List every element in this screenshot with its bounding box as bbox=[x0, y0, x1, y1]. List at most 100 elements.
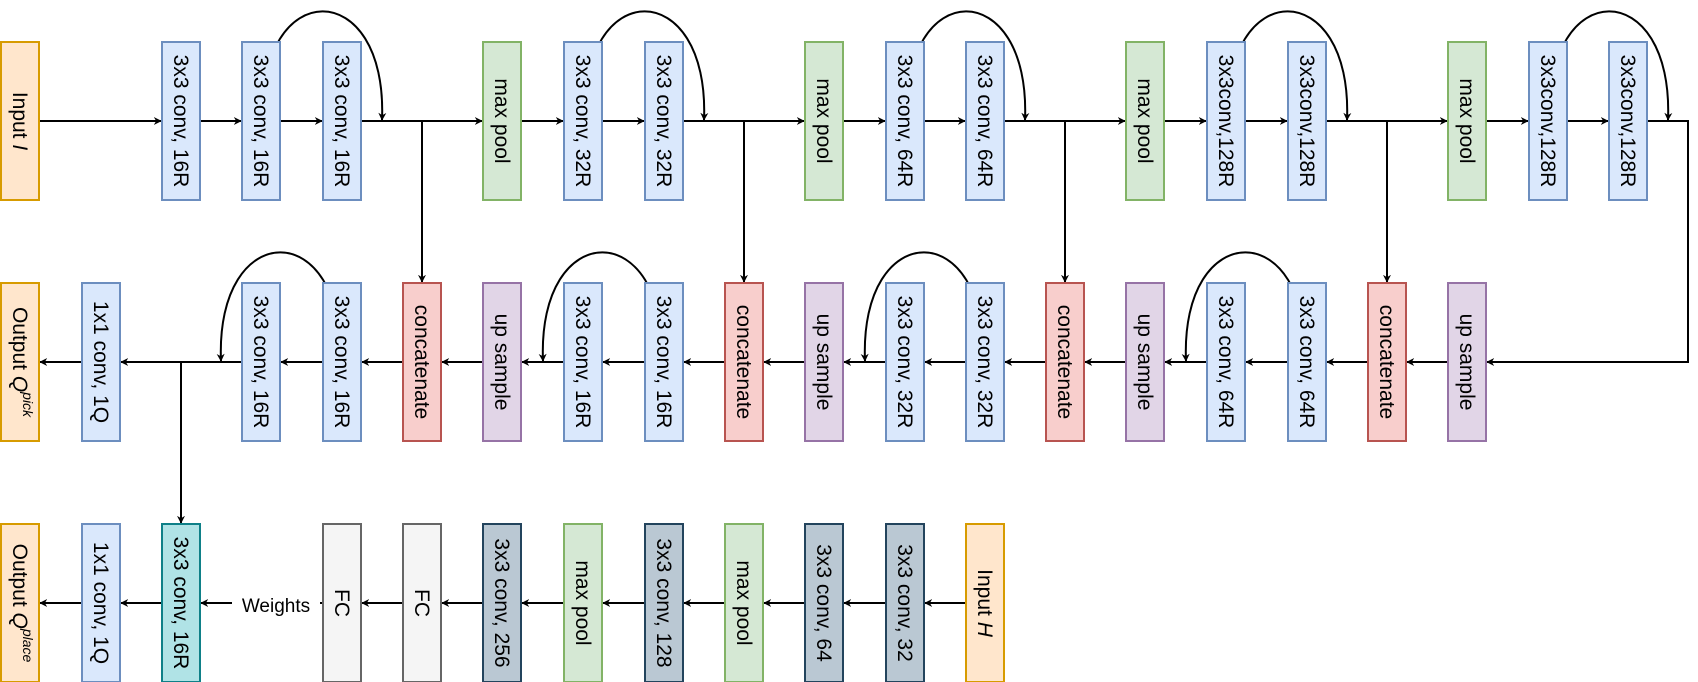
layer-c2b: 3x3 conv, 32R bbox=[644, 41, 684, 201]
layer-box bbox=[1367, 282, 1407, 442]
layer-fc2: FC bbox=[402, 523, 442, 682]
layer-cat3: concatenate bbox=[1045, 282, 1085, 442]
layer-label: 3x3conv,128R bbox=[1215, 55, 1238, 188]
layer-e3x3: 3x3 conv, 16R bbox=[161, 523, 201, 682]
layer-box bbox=[81, 282, 121, 442]
layer-up3: up sample bbox=[1125, 282, 1165, 442]
layer-hp2: max pool bbox=[563, 523, 603, 682]
layer-h256: 3x3 conv, 256 bbox=[482, 523, 522, 682]
layer-label: 3x3 conv, 256 bbox=[491, 538, 514, 667]
layer-label: Input H bbox=[974, 569, 997, 638]
layer-label: 3x3 conv, 16R bbox=[170, 55, 193, 188]
layer-label: up sample bbox=[1134, 314, 1157, 411]
layer-d4a: 3x3 conv, 64R bbox=[1206, 282, 1246, 442]
layer-label: 3x3conv,128R bbox=[1617, 55, 1640, 188]
layer-label: max pool bbox=[1134, 78, 1157, 163]
layer-e1x1: 1x1 conv, 1Q bbox=[81, 523, 121, 682]
layer-c4a: 3x3conv,128R bbox=[1206, 41, 1246, 201]
edge-labels: Weights bbox=[232, 593, 320, 617]
layer-c1a: 3x3 conv, 16R bbox=[161, 41, 201, 201]
layer-label: 3x3 conv, 16R bbox=[331, 296, 354, 429]
layer-box bbox=[1608, 41, 1648, 201]
layer-hp1: max pool bbox=[724, 523, 764, 682]
layer-box bbox=[1447, 282, 1487, 442]
layer-label: max pool bbox=[733, 560, 756, 645]
layer-label: max pool bbox=[813, 78, 836, 163]
layer-box bbox=[644, 282, 684, 442]
layer-out-pick: Output Qpick bbox=[0, 282, 40, 442]
layer-d1b: 3x3 conv, 16R bbox=[322, 282, 362, 442]
layer-p1: max pool bbox=[482, 41, 522, 201]
layer-box bbox=[965, 282, 1005, 442]
layer-c5a: 3x3conv,128R bbox=[1528, 41, 1568, 201]
layer-box bbox=[563, 282, 603, 442]
layer-label: 3x3 conv, 32R bbox=[894, 296, 917, 429]
layer-box bbox=[563, 41, 603, 201]
layer-d1x1: 1x1 conv, 1Q bbox=[81, 282, 121, 442]
layer-label: up sample bbox=[813, 314, 836, 411]
layer-box bbox=[644, 41, 684, 201]
layer-d3b: 3x3 conv, 32R bbox=[965, 282, 1005, 442]
layer-box bbox=[965, 523, 1005, 682]
layer-box bbox=[724, 282, 764, 442]
layer-label: 3x3 conv, 16R bbox=[250, 296, 273, 429]
layer-label: 3x3 conv, 64R bbox=[894, 55, 917, 188]
layer-cat2: concatenate bbox=[724, 282, 764, 442]
layer-box bbox=[1447, 41, 1487, 201]
layer-label: FC bbox=[411, 589, 434, 617]
layer-box bbox=[402, 523, 442, 682]
layer-box bbox=[1206, 282, 1246, 442]
bottleneck-arrow bbox=[1486, 120, 1689, 366]
layer-box bbox=[482, 282, 522, 442]
layer-box bbox=[1287, 282, 1327, 442]
layer-label: max pool bbox=[572, 560, 595, 645]
layer-box bbox=[0, 41, 40, 201]
layer-label: 3x3 conv, 32R bbox=[653, 55, 676, 188]
layer-cat4: concatenate bbox=[1367, 282, 1407, 442]
layer-h128: 3x3 conv, 128 bbox=[644, 523, 684, 682]
layer-c1b: 3x3 conv, 16R bbox=[241, 41, 281, 201]
weights-label: Weights bbox=[242, 596, 310, 617]
layer-input-h: Input H bbox=[965, 523, 1005, 682]
layer-d2b: 3x3 conv, 16R bbox=[644, 282, 684, 442]
layer-label: concatenate bbox=[733, 305, 756, 419]
layer-c1c: 3x3 conv, 16R bbox=[322, 41, 362, 201]
layer-p3: max pool bbox=[1125, 41, 1165, 201]
layer-h64: 3x3 conv, 64 bbox=[804, 523, 844, 682]
layer-label: max pool bbox=[491, 78, 514, 163]
layer-box bbox=[482, 41, 522, 201]
weights-label-bg bbox=[232, 593, 320, 617]
layer-box bbox=[885, 523, 925, 682]
layer-label: 3x3conv,128R bbox=[1296, 55, 1319, 188]
layer-box bbox=[241, 282, 281, 442]
layer-label: up sample bbox=[1456, 314, 1479, 411]
layer-label: 3x3 conv, 64 bbox=[813, 544, 836, 662]
layer-up1: up sample bbox=[482, 282, 522, 442]
layer-input-i: Input I bbox=[0, 41, 40, 201]
layer-label: concatenate bbox=[1054, 305, 1077, 419]
layer-box bbox=[322, 282, 362, 442]
layer-up4: up sample bbox=[1447, 282, 1487, 442]
layer-box bbox=[1528, 41, 1568, 201]
layer-box bbox=[1206, 41, 1246, 201]
layer-blocks: Input I 3x3 conv, 16R 3x3 conv, 16R 3x3 con… bbox=[0, 41, 1648, 682]
layer-label: concatenate bbox=[411, 305, 434, 419]
layer-h32: 3x3 conv, 32 bbox=[885, 523, 925, 682]
layer-label: 3x3 conv, 128 bbox=[653, 538, 676, 667]
layer-label: 1x1 conv, 1Q bbox=[90, 542, 113, 664]
layer-box bbox=[965, 41, 1005, 201]
layer-c2a: 3x3 conv, 32R bbox=[563, 41, 603, 201]
layer-label: 3x3 conv, 16R bbox=[250, 55, 273, 188]
layer-c5b: 3x3conv,128R bbox=[1608, 41, 1648, 201]
layer-box bbox=[161, 41, 201, 201]
layer-box bbox=[322, 523, 362, 682]
layer-p4: max pool bbox=[1447, 41, 1487, 201]
layer-label: 3x3conv,128R bbox=[1537, 55, 1560, 188]
layer-box bbox=[1125, 41, 1165, 201]
layer-c4b: 3x3conv,128R bbox=[1287, 41, 1327, 201]
layer-box bbox=[1045, 282, 1085, 442]
layer-box bbox=[804, 41, 844, 201]
layer-label: 1x1 conv, 1Q bbox=[90, 301, 113, 423]
layer-label: 3x3 conv, 64R bbox=[1215, 296, 1238, 429]
